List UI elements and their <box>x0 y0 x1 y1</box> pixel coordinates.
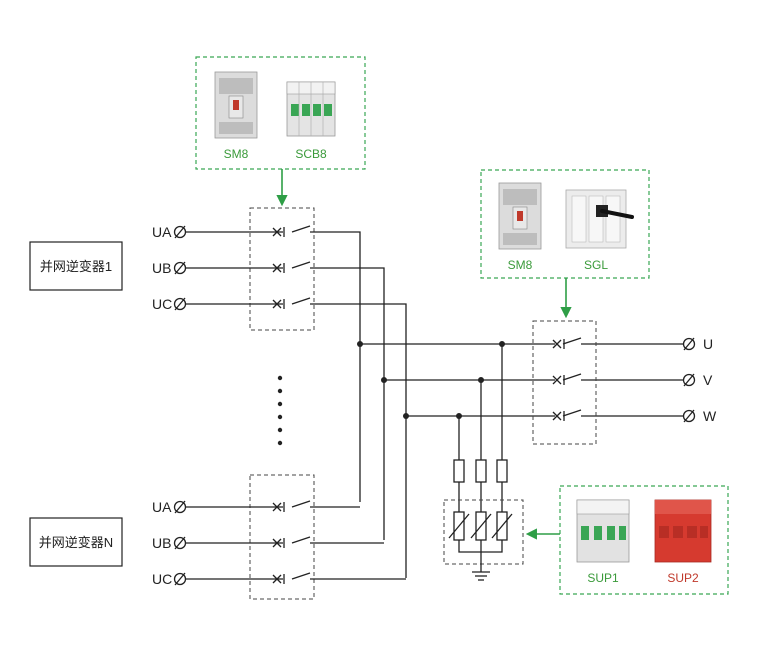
input-group-n: UA UB UC <box>152 499 172 587</box>
output-label-u: U <box>703 336 713 352</box>
inverter-1: 并网逆变器1 <box>29 241 123 291</box>
spd-branch <box>453 344 508 512</box>
output-breaker-contacts <box>552 339 565 421</box>
product-panel-right: SM8 SGL <box>480 169 650 279</box>
product-label-sup1: SUP1 <box>587 571 619 585</box>
busbars <box>360 337 684 417</box>
breaker-box-1 <box>249 207 315 331</box>
input-group-1: UA UB UC <box>152 224 172 312</box>
breaker-contacts-n <box>272 502 285 584</box>
product-label-sm8-right: SM8 <box>508 258 533 272</box>
product-panel-spd: SUP1 SUP2 <box>559 485 729 595</box>
product-label-scb8: SCB8 <box>295 147 327 161</box>
sm8-breaker-image-2 <box>498 182 542 250</box>
continuation-dots <box>277 375 283 446</box>
product-panel-top: SM8 SCB8 <box>195 56 366 170</box>
terminal-label-uc-1: UC <box>152 296 172 312</box>
terminal-label-ub-n: UB <box>152 535 171 551</box>
inverter-n: 并网逆变器N <box>29 517 123 567</box>
varistors <box>448 511 513 572</box>
fuse-3 <box>496 459 508 483</box>
breaker-box-n <box>249 474 315 600</box>
scb8-mcb-image <box>286 81 336 137</box>
terminal-label-ua-n: UA <box>152 499 172 515</box>
fuse-1 <box>453 459 465 483</box>
inverter-1-label: 并网逆变器1 <box>40 259 112 274</box>
output-terminals: U V W <box>682 336 717 424</box>
fuse-2 <box>475 459 487 483</box>
terminal-label-uc-n: UC <box>152 571 172 587</box>
breaker-contacts-1 <box>272 227 285 309</box>
product-label-sgl: SGL <box>584 258 608 272</box>
terminal-symbols <box>173 225 187 586</box>
terminal-label-ua-1: UA <box>152 224 172 240</box>
output-label-w: W <box>703 408 717 424</box>
output-breaker-box <box>532 320 597 445</box>
product-label-sup2: SUP2 <box>667 571 699 585</box>
sgl-switch-image <box>565 189 634 249</box>
spd-box <box>443 499 524 565</box>
product-label-sm8-top: SM8 <box>224 147 249 161</box>
sup1-spd-image <box>576 499 630 563</box>
sm8-breaker-image-1 <box>214 71 258 139</box>
wires-group-n <box>186 500 406 580</box>
output-label-v: V <box>703 372 713 388</box>
sup2-spd-image <box>654 499 712 563</box>
terminal-label-ub-1: UB <box>152 260 171 276</box>
ground-icon <box>472 571 490 581</box>
inverter-n-label: 并网逆变器N <box>39 535 113 550</box>
wires-group-1 <box>186 225 407 578</box>
